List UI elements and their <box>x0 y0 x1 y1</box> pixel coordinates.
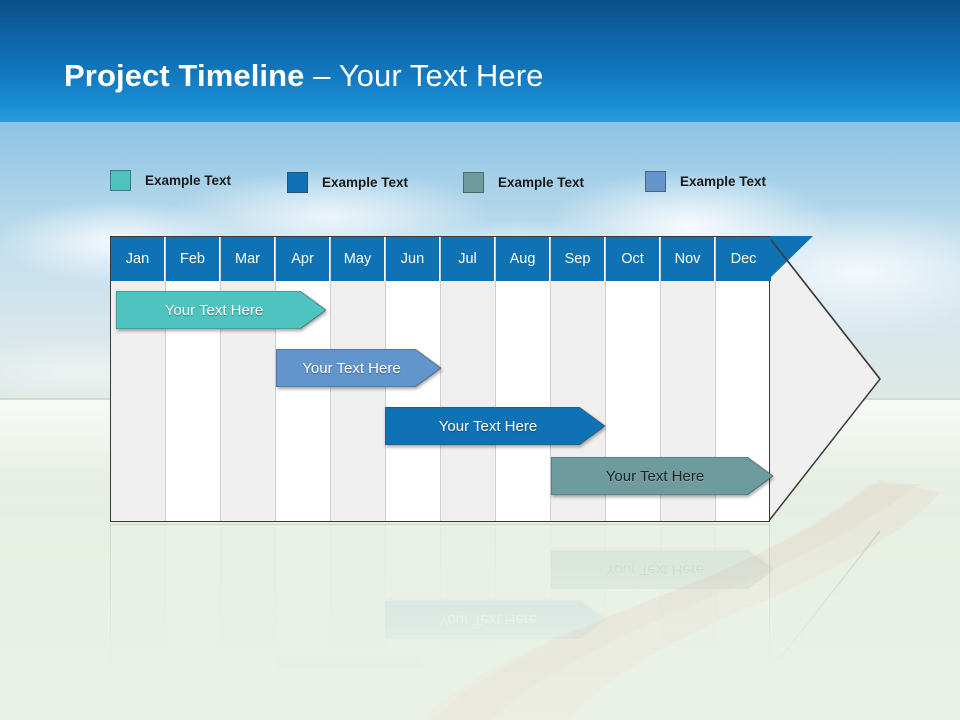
month-header-mar[interactable]: Mar <box>221 237 275 281</box>
month-column-jan[interactable]: Jan <box>111 237 166 521</box>
task-bar-3[interactable]: Your Text Here <box>385 407 605 445</box>
page-title: Project Timeline – Your Text Here <box>64 58 543 94</box>
month-header-jul[interactable]: Jul <box>441 237 495 281</box>
task-bar-shape-3 <box>385 407 605 445</box>
month-header-jan[interactable]: Jan <box>111 237 165 281</box>
task-bar-shape-4 <box>551 457 773 495</box>
month-header-may[interactable]: May <box>331 237 385 281</box>
task-bar-label-2: Your Text Here <box>302 359 401 377</box>
month-header-oct[interactable]: Oct <box>606 237 660 281</box>
legend-label-3: Example Text <box>498 175 585 190</box>
month-header-sep[interactable]: Sep <box>551 237 605 281</box>
task-bar-4[interactable]: Your Text Here <box>551 457 773 495</box>
page-title-separator: – <box>304 58 339 93</box>
task-bar-2[interactable]: Your Text Here <box>276 349 441 387</box>
month-column-oct[interactable]: Oct <box>606 237 661 521</box>
legend-label-4: Example Text <box>680 174 767 189</box>
month-header-jun[interactable]: Jun <box>386 237 440 281</box>
page-title-bold: Project Timeline <box>64 58 305 93</box>
title-band <box>0 0 960 122</box>
month-column-dec[interactable]: Dec <box>716 237 771 521</box>
task-bar-1[interactable]: Your Text Here <box>116 291 326 329</box>
month-header-aug[interactable]: Aug <box>496 237 550 281</box>
month-header-dec[interactable]: Dec <box>716 237 771 281</box>
month-header-feb[interactable]: Feb <box>166 237 220 281</box>
month-column-jun[interactable]: Jun <box>386 237 441 521</box>
legend-item-4: Example Text <box>645 171 766 192</box>
legend-label-1: Example Text <box>145 173 232 188</box>
legend-item-3: Example Text <box>463 172 584 193</box>
month-column-jul[interactable]: Jul <box>441 237 496 521</box>
legend-label-2: Example Text <box>322 175 409 190</box>
month-column-aug[interactable]: Aug <box>496 237 551 521</box>
task-bar-label-1: Your Text Here <box>164 301 264 319</box>
month-header-nov[interactable]: Nov <box>661 237 715 281</box>
legend-swatch-4 <box>645 171 666 192</box>
task-bar-label-4: Your Text Here <box>605 467 705 485</box>
task-bar-shape-1 <box>116 291 326 329</box>
page-title-rest: Your Text Here <box>338 58 544 93</box>
timeline-arrow-head <box>767 233 882 525</box>
task-bar-shape-2 <box>276 349 441 387</box>
month-header-apr[interactable]: Apr <box>276 237 330 281</box>
legend-swatch-3 <box>463 172 484 193</box>
legend-item-2: Example Text <box>287 172 408 193</box>
legend-item-1: Example Text <box>110 170 231 191</box>
month-column-mar[interactable]: Mar <box>221 237 276 521</box>
legend-swatch-1 <box>110 170 131 191</box>
task-bar-label-3: Your Text Here <box>438 417 538 435</box>
month-column-feb[interactable]: Feb <box>166 237 221 521</box>
legend-swatch-2 <box>287 172 308 193</box>
